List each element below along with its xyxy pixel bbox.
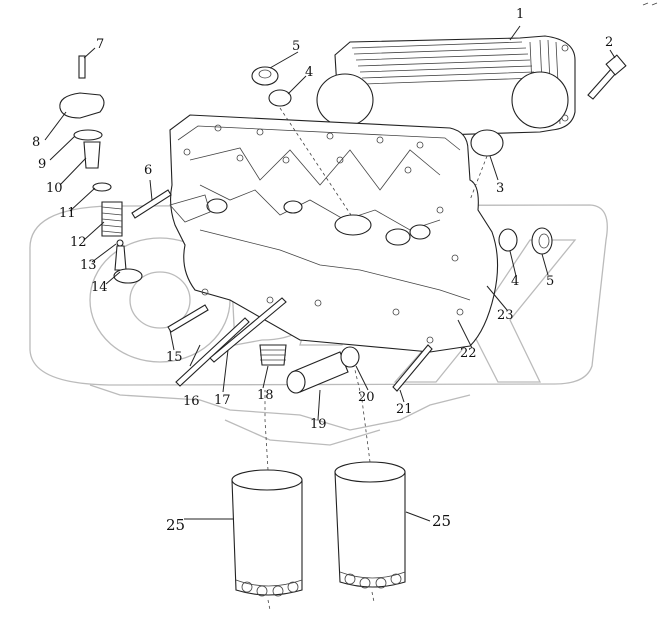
callout-4-top: 4 <box>305 65 314 80</box>
callout-25-right: 25 <box>432 512 452 530</box>
plug-5-right <box>531 227 553 255</box>
callout-10: 10 <box>46 181 63 196</box>
oil-filter-left <box>231 469 303 597</box>
callout-14: 14 <box>91 280 108 295</box>
screw-7 <box>78 55 86 79</box>
callout-25-left: 25 <box>166 516 186 534</box>
o-ring-4-top <box>268 89 292 107</box>
valve-14 <box>113 245 143 284</box>
callout-8: 8 <box>32 135 41 150</box>
callout-5-right: 5 <box>546 274 555 289</box>
callout-20: 20 <box>358 390 375 405</box>
corner-mark <box>642 2 658 6</box>
callout-15: 15 <box>166 350 183 365</box>
cover-8 <box>59 92 105 119</box>
gasket-9 <box>73 129 103 141</box>
bolt-16 <box>175 317 250 387</box>
callout-5-top: 5 <box>292 39 301 54</box>
callout-22: 22 <box>460 346 477 361</box>
leader-lines <box>44 25 616 522</box>
callout-1: 1 <box>516 7 525 22</box>
washer-11 <box>92 182 112 192</box>
callout-19: 19 <box>310 417 327 432</box>
callout-21: 21 <box>396 402 413 417</box>
oil-filter-right <box>334 461 406 589</box>
o-ring-4-right <box>498 228 518 252</box>
plug-18 <box>259 344 287 366</box>
pin-13 <box>116 239 124 247</box>
bolt-17 <box>209 297 287 363</box>
callout-2: 2 <box>605 35 614 50</box>
callout-3: 3 <box>496 181 505 196</box>
valve-assembly-19 <box>286 351 349 394</box>
bolt-21 <box>392 344 433 392</box>
callout-23: 23 <box>497 308 514 323</box>
bolt-6 <box>131 189 172 219</box>
callout-6: 6 <box>144 163 153 178</box>
callout-11: 11 <box>59 206 76 221</box>
sleeve-10 <box>83 141 101 169</box>
callout-12: 12 <box>70 235 87 250</box>
oil-filter-housing <box>169 114 499 353</box>
callout-7: 7 <box>96 37 105 52</box>
gasket-3 <box>470 129 504 157</box>
oil-cooler <box>316 35 576 139</box>
plug-5-top <box>251 66 279 86</box>
callout-17: 17 <box>214 393 231 408</box>
callout-9: 9 <box>38 157 47 172</box>
o-ring-20 <box>340 346 360 368</box>
spring-12 <box>101 201 123 237</box>
bolt-2 <box>587 54 627 100</box>
callout-13: 13 <box>80 258 97 273</box>
callout-4-right: 4 <box>511 274 520 289</box>
callout-18: 18 <box>257 388 274 403</box>
callout-16: 16 <box>183 394 200 409</box>
